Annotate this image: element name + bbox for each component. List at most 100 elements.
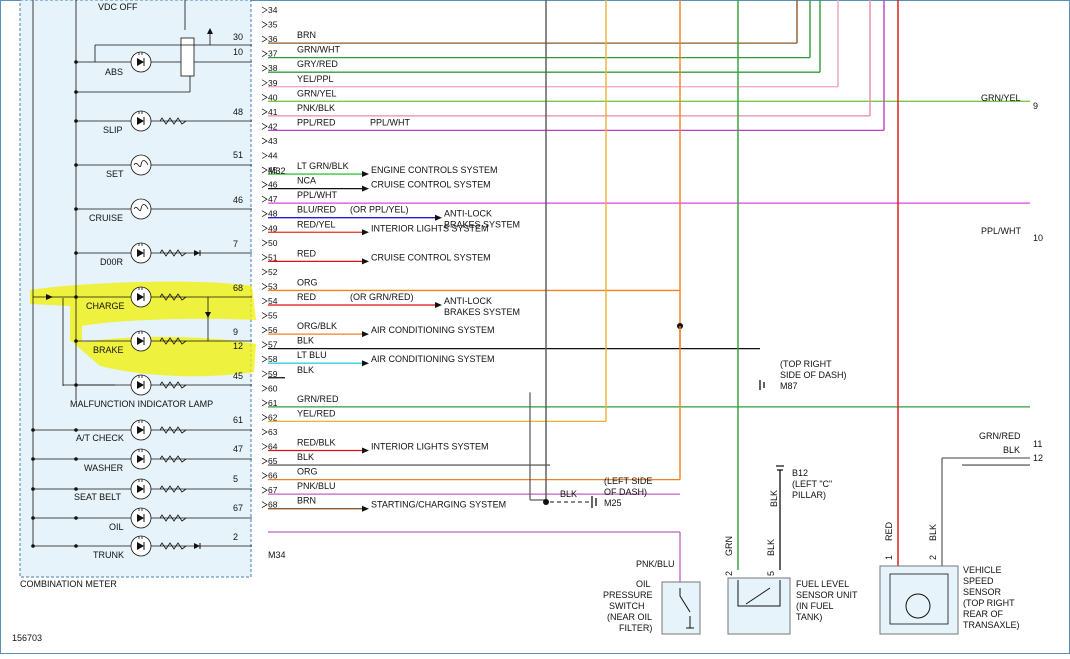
right-pin-11: 11 bbox=[1033, 439, 1042, 449]
meter-left-junction-4 bbox=[31, 544, 35, 548]
wire-54-note: (OR GRN/RED) bbox=[350, 292, 414, 302]
lamp-slip-label: SLIP bbox=[103, 125, 123, 135]
lamp-cruise-bulb-icon-filament bbox=[133, 204, 149, 212]
m87-id: M87 bbox=[780, 381, 798, 391]
lamp-washer-resistor bbox=[159, 455, 187, 463]
wire-46-arrow-icon bbox=[362, 185, 369, 192]
wire-54-arrow-icon bbox=[435, 302, 442, 308]
wire-39-color: YEL/PPL bbox=[297, 74, 334, 84]
wire-47-chevron bbox=[261, 195, 268, 203]
wire-41-chevron bbox=[261, 108, 268, 116]
lamp-oil-resistor bbox=[159, 514, 187, 522]
wire-56-color: ORG/BLK bbox=[297, 321, 337, 331]
b12-id: B12 bbox=[792, 468, 808, 478]
lamp-set-label: SET bbox=[106, 169, 124, 179]
fuel-pin-a: 2 bbox=[724, 571, 734, 576]
meter-junction-2 bbox=[74, 163, 78, 167]
wire-47-pin: 47 bbox=[268, 194, 278, 204]
lamp-oil-label: OIL bbox=[109, 522, 124, 532]
wire-61-pin: 61 bbox=[268, 398, 278, 408]
wire-49-arrow-icon bbox=[362, 229, 369, 236]
meter-left-junction-0 bbox=[31, 428, 35, 432]
wire-49-color: RED/YEL bbox=[297, 219, 336, 229]
fuel-sensor-icon bbox=[737, 580, 781, 607]
wire-48-color: BLU/RED bbox=[297, 205, 337, 215]
wire-45-chevron bbox=[261, 166, 268, 174]
wire-61-chevron bbox=[261, 399, 268, 407]
meter-junction-3 bbox=[74, 207, 78, 211]
b12-loc-2: PILLAR) bbox=[792, 490, 826, 500]
wire-39-chevron bbox=[261, 79, 268, 87]
wire-54-dest2: BRAKES SYSTEM bbox=[444, 307, 520, 317]
wire-64-pin: 64 bbox=[268, 442, 278, 452]
wire-66-pin: 66 bbox=[268, 471, 278, 481]
lamp-door-diode-tri bbox=[194, 250, 200, 256]
wire-57-pin: 57 bbox=[268, 340, 278, 350]
wire-61-color: GRN/RED bbox=[297, 394, 339, 404]
wire-56-pin: 56 bbox=[268, 325, 278, 335]
lamp-seatbelt-resistor bbox=[159, 485, 187, 493]
wire-43-chevron bbox=[261, 137, 268, 145]
wire-37-color: GRN/WHT bbox=[297, 45, 340, 55]
wire-65-color: BLK bbox=[297, 452, 314, 462]
wire-58-color: LT BLU bbox=[297, 350, 327, 360]
wire-53-color: ORG bbox=[297, 277, 318, 287]
m25-loc-2: OF DASH) bbox=[604, 487, 647, 497]
vss-line-5: REAR OF bbox=[963, 609, 1004, 619]
wire-65-chevron bbox=[261, 457, 268, 465]
wire-34-pin: 34 bbox=[268, 5, 278, 15]
wire-56-arrow-icon bbox=[362, 331, 369, 338]
wire-49-dest: INTERIOR LIGHTS SYSTEM bbox=[371, 223, 489, 233]
wire-62-chevron bbox=[261, 414, 268, 421]
m25-ground-icon bbox=[591, 496, 597, 508]
wire-64-dest: INTERIOR LIGHTS SYSTEM bbox=[371, 442, 489, 452]
lamp-oil-led-icon-triangle bbox=[137, 514, 144, 522]
fuel-line-3: (IN FUEL bbox=[796, 601, 834, 611]
wire-53-chevron bbox=[261, 283, 268, 290]
wire-66-color: ORG bbox=[297, 467, 318, 477]
wire-48-dest: ANTI-LOCK bbox=[444, 209, 492, 219]
lamp-abs-pin-0: 30 bbox=[233, 32, 243, 42]
wire-51-chevron bbox=[261, 254, 268, 261]
wire-36-pin: 36 bbox=[268, 34, 278, 44]
lamp-washer-led-icon-triangle bbox=[137, 455, 144, 463]
wire-45-dest: ENGINE CONTROLS SYSTEM bbox=[371, 165, 498, 175]
lamp-abs-pin-1: 10 bbox=[233, 47, 243, 57]
meter-left-junction-2 bbox=[31, 487, 35, 491]
wire-46-pin: 46 bbox=[268, 180, 278, 190]
vss-wire-a: RED bbox=[884, 521, 894, 541]
fuel-line-1: FUEL LEVEL bbox=[796, 579, 849, 589]
wire-51-color: RED bbox=[297, 248, 317, 258]
wire-64-chevron bbox=[261, 443, 268, 450]
wire-58-chevron bbox=[261, 355, 268, 363]
lamp-set-bulb-icon-filament bbox=[133, 160, 149, 168]
wire-45-pin: 45 bbox=[268, 165, 278, 175]
vss-line-3: SENSOR bbox=[963, 587, 1002, 597]
wire-48-dest2: BRAKES SYSTEM bbox=[444, 220, 520, 230]
lamp-mil-pin-0: 45 bbox=[233, 371, 243, 381]
highlight-charge-brake bbox=[30, 281, 256, 377]
wire-48-arrow-icon bbox=[435, 214, 442, 221]
lamp-slip-pin-0: 48 bbox=[233, 107, 243, 117]
wire-63-pin: 63 bbox=[268, 427, 278, 437]
fuel-wire-a: GRN bbox=[724, 536, 734, 556]
m25-loc-1: (LEFT SIDE bbox=[604, 476, 652, 486]
fuel-line-4: TANK) bbox=[796, 612, 822, 622]
m25-id: M25 bbox=[604, 498, 622, 508]
lamp-washer-label: WASHER bbox=[84, 463, 124, 473]
vss-pin-b: 2 bbox=[928, 555, 938, 560]
lamp-washer-led-icon-rays bbox=[138, 449, 143, 452]
wire-57-color: BLK bbox=[297, 336, 314, 346]
vss-line-4: (TOP RIGHT bbox=[963, 598, 1015, 608]
wire-50-chevron bbox=[261, 239, 268, 247]
lamp-atcheck-resistor bbox=[159, 426, 187, 434]
lamp-trunk-pin-0: 2 bbox=[233, 532, 238, 542]
wire-35-pin: 35 bbox=[268, 20, 278, 30]
lamp-brake-resistor bbox=[159, 337, 187, 345]
wire-65-pin: 65 bbox=[268, 456, 278, 466]
wire-48-note: (OR PPL/YEL) bbox=[350, 205, 409, 215]
abs-relay-box bbox=[180, 37, 195, 77]
b12-ground-icon bbox=[776, 465, 784, 471]
wire-40-color: GRN/YEL bbox=[297, 88, 337, 98]
fuel-pin-b: 5 bbox=[766, 571, 776, 576]
